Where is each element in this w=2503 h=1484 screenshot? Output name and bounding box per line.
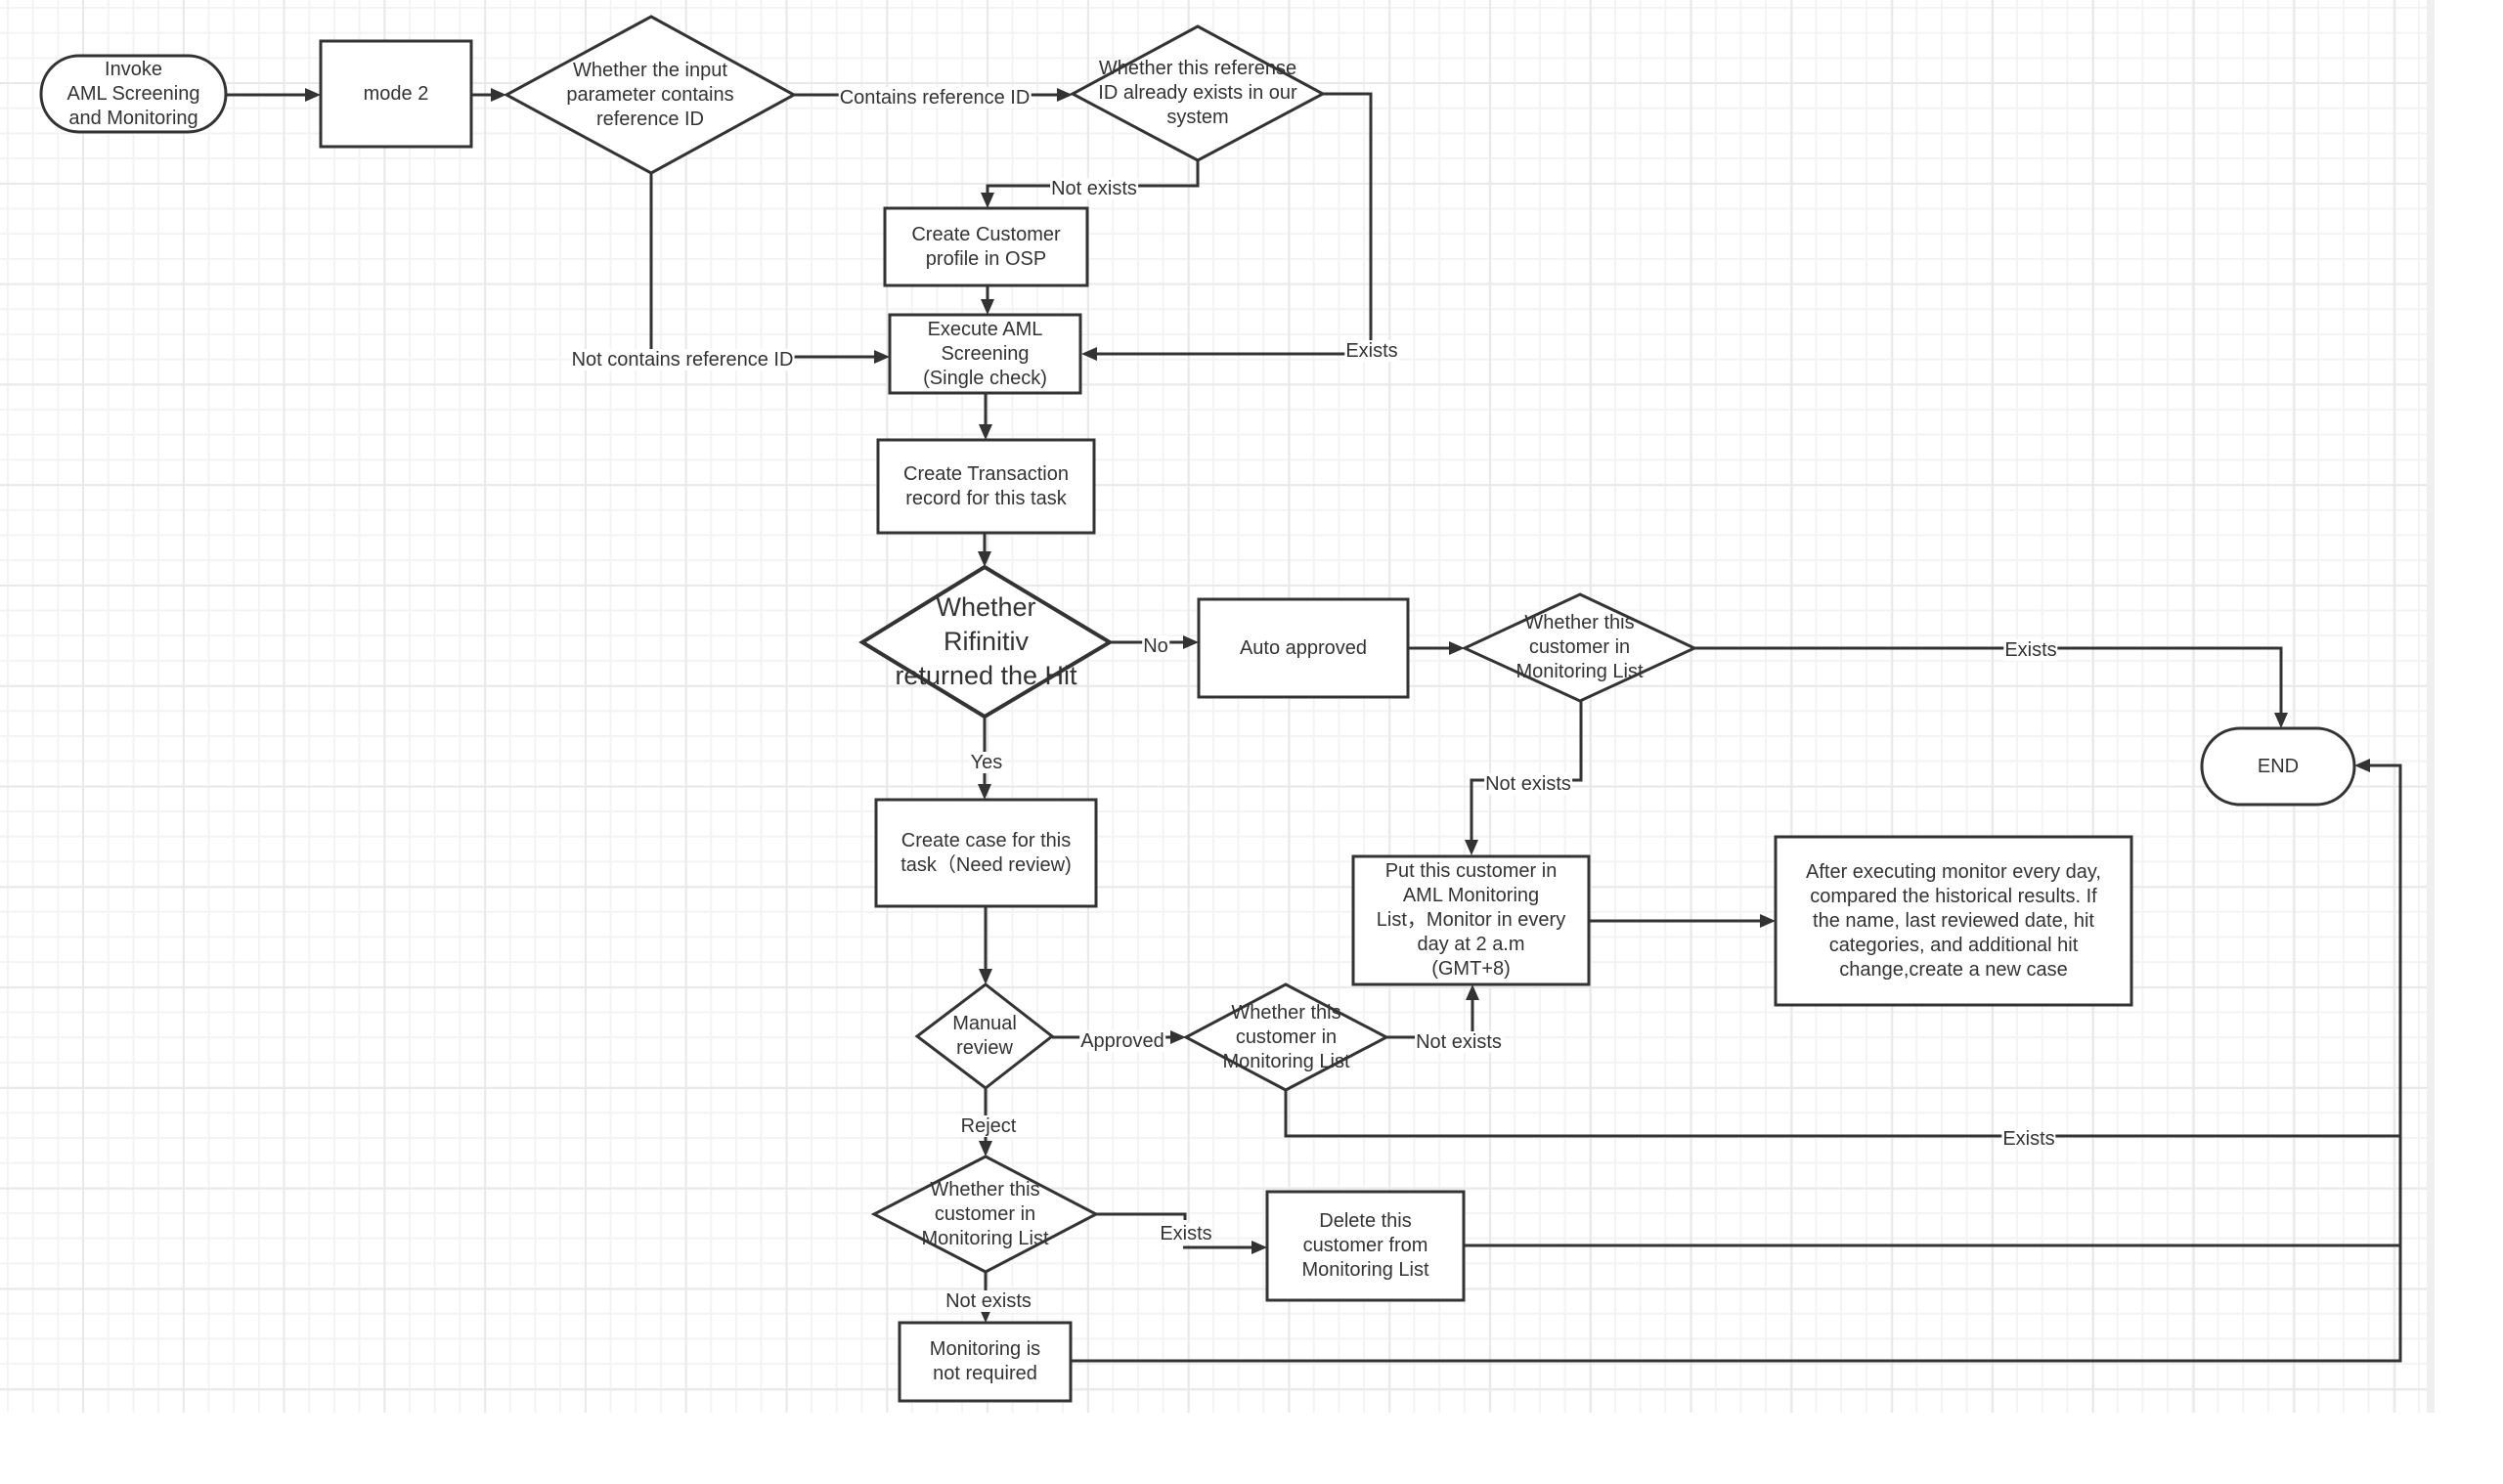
arrowhead-icon (1466, 984, 1479, 1000)
edge-label-mon2-not-exists: Not exists (1415, 1031, 1503, 1053)
end-terminator[interactable] (2200, 726, 2356, 807)
monitoring-not-required-box[interactable] (898, 1321, 1073, 1403)
edge-label-review-approved: Approved (1079, 1030, 1165, 1052)
connector-not-required-to-end[interactable] (1071, 764, 2402, 1363)
grid-canvas[interactable] (0, 0, 2435, 1413)
edge-label-review-reject: Reject (959, 1115, 1018, 1137)
edge-label-mon3-exists: Exists (1159, 1223, 1213, 1244)
start-terminator[interactable] (39, 54, 228, 134)
canvas-edge (2427, 0, 2435, 1413)
connector-not-contains-ref[interactable] (649, 173, 876, 359)
create-transaction-box[interactable] (876, 438, 1096, 535)
edge-label-mon2-exists: Exists (2001, 1128, 2056, 1150)
check-ref-exists-diamond[interactable] (1069, 24, 1327, 162)
check-monitoring-3-diamond[interactable] (870, 1155, 1100, 1274)
arrowhead-icon (979, 1141, 992, 1157)
arrowhead-icon (978, 551, 991, 567)
arrowhead-icon (305, 88, 321, 102)
auto-approved-box[interactable] (1197, 597, 1410, 699)
edge-label-ref-not-exists: Not exists (1050, 178, 1138, 199)
arrowhead-icon (981, 299, 994, 315)
manual-review-diamond[interactable] (914, 982, 1055, 1090)
edge-label-mon1-exists: Exists (2003, 639, 2058, 661)
connector-mon3-exists-a[interactable] (1096, 1212, 1187, 1220)
edge-label-not-contains-ref: Not contains reference ID (570, 349, 795, 371)
arrowhead-icon (978, 784, 991, 800)
edge-label-mon3-not-exists: Not exists (944, 1290, 1032, 1312)
edge-label-ref-exists: Exists (1344, 340, 1399, 362)
arrowhead-icon (1183, 635, 1199, 649)
mode-box[interactable] (319, 39, 473, 149)
arrowhead-icon (491, 88, 506, 102)
connector-mon1-not-exists[interactable] (1470, 701, 1583, 842)
check-hit-diamond[interactable] (858, 564, 1114, 720)
arrowhead-icon (1465, 840, 1478, 855)
delete-monitoring-box[interactable] (1265, 1190, 1466, 1302)
after-monitor-box[interactable] (1774, 835, 2133, 1007)
arrowhead-icon (2354, 759, 2370, 772)
create-profile-box[interactable] (883, 206, 1089, 287)
arrowhead-icon (1081, 347, 1097, 361)
edge-label-hit-no: No (1142, 635, 1169, 657)
arrowhead-icon (1057, 88, 1073, 102)
put-monitoring-box[interactable] (1351, 854, 1591, 986)
arrowhead-icon (979, 969, 992, 984)
arrowhead-icon (979, 424, 992, 440)
arrowhead-icon (1252, 1241, 1267, 1254)
arrowhead-icon (1449, 641, 1465, 655)
check-monitoring-1-diamond[interactable] (1461, 592, 1698, 703)
execute-screening-box[interactable] (888, 313, 1082, 395)
arrowhead-icon (1170, 1030, 1186, 1044)
edge-label-mon1-not-exists: Not exists (1484, 773, 1572, 795)
edge-label-contains-ref: Contains reference ID (838, 87, 1032, 109)
connector-mon1-exists[interactable] (1694, 646, 2283, 715)
check-monitoring-2-diamond[interactable] (1182, 982, 1390, 1092)
arrowhead-icon (1760, 914, 1776, 928)
arrowhead-icon (2274, 713, 2288, 728)
edge-label-hit-yes: Yes (969, 752, 1004, 773)
check-ref-param-diamond[interactable] (503, 15, 798, 175)
connector-mon2-exists[interactable] (1284, 1090, 2400, 1138)
arrowhead-icon (874, 350, 890, 364)
connector-ref-exists[interactable] (1095, 92, 1373, 356)
arrowhead-icon (981, 193, 994, 208)
create-case-box[interactable] (874, 798, 1098, 908)
